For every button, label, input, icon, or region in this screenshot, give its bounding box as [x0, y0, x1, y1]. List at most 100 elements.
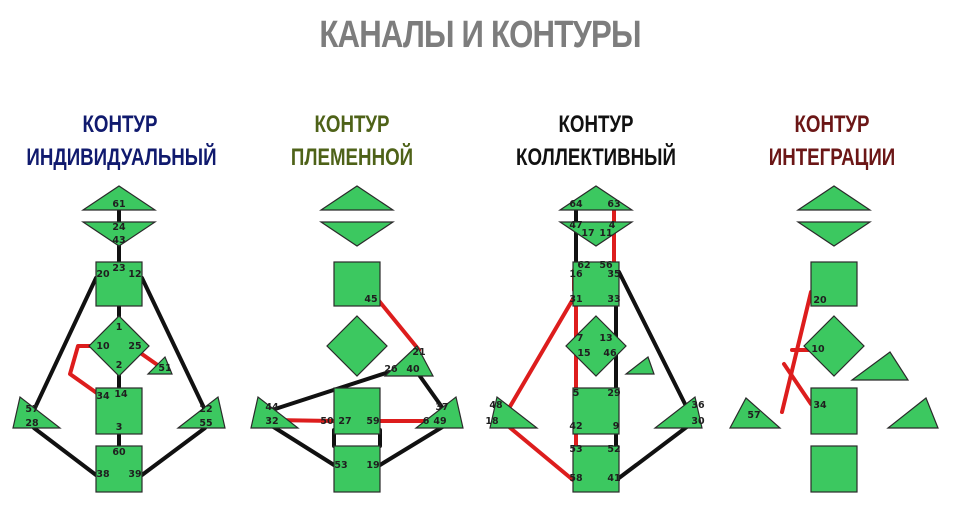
gate-number: 55 [199, 418, 212, 429]
gate-number: 13 [599, 333, 612, 344]
spleen-center [250, 395, 300, 429]
gate-number: 40 [406, 364, 420, 375]
gate-number: 15 [577, 348, 590, 359]
channel-40-37 [415, 370, 446, 412]
gate-number: 23 [112, 263, 125, 274]
channel-49-19 [378, 424, 446, 467]
gate-number: 33 [607, 294, 620, 305]
heart-center [383, 345, 434, 377]
gate-number: 16 [569, 269, 583, 280]
circuit-title-line2: КОЛЛЕКТИВНЫЙ [516, 144, 676, 171]
gate-number: 45 [364, 294, 377, 305]
circuit-title-line1: КОНТУР [82, 111, 158, 138]
gate-number: 30 [691, 416, 705, 427]
channel-16-48 [506, 292, 578, 412]
gate-number: 51 [158, 363, 171, 374]
gate-number: 50 [320, 416, 334, 427]
gate-number: 26 [384, 364, 398, 375]
gate-number: 60 [112, 447, 126, 458]
gate-number: 38 [96, 469, 110, 480]
gate-number: 42 [569, 421, 582, 432]
gate-number: 57 [25, 404, 38, 415]
channel-45-21 [373, 294, 421, 352]
channel-18-58 [506, 424, 575, 482]
gate-number: 25 [128, 341, 141, 352]
gate-number: 63 [607, 199, 620, 210]
gate-number: 20 [813, 295, 827, 306]
gate-number: 3 [116, 422, 123, 433]
gate-number: 28 [25, 418, 39, 429]
throat-center [810, 261, 858, 307]
ajna-center [558, 221, 634, 247]
g-center [803, 315, 865, 377]
gate-number: 53 [569, 444, 582, 455]
sacral-center [333, 387, 381, 435]
gate-number: 18 [485, 416, 499, 427]
gate-number: 10 [811, 344, 825, 355]
gate-number: 14 [114, 389, 128, 400]
gate-number: 9 [613, 421, 620, 432]
circuit-title-collective: КОНТУР КОЛЛЕКТИВНЫЙ [502, 108, 689, 174]
head-center [796, 185, 872, 211]
gate-number: 31 [569, 294, 582, 305]
gate-number: 21 [412, 347, 425, 358]
gate-number: 64 [569, 199, 583, 210]
gate-number: 12 [128, 269, 141, 280]
channel-50-27 [270, 424, 336, 467]
gate-number: 19 [366, 460, 379, 471]
root-center [95, 445, 143, 493]
solar-center [653, 395, 703, 429]
ajna-center [796, 221, 872, 247]
channel-34-57 [782, 362, 813, 406]
throat-center [572, 261, 620, 307]
circuit-title-line2: ПЛЕМЕННОЙ [290, 144, 414, 171]
root-center [572, 445, 620, 493]
channel-28-38 [32, 426, 98, 477]
spleen-center [489, 395, 539, 429]
gate-number: 6 [423, 416, 430, 427]
channel-55-39 [140, 426, 207, 477]
gate-number: 2 [116, 360, 123, 371]
gate-number: 52 [607, 444, 620, 455]
solar-center [886, 397, 939, 429]
channel-35-36 [617, 270, 690, 412]
g-center [326, 315, 388, 377]
gate-number: 34 [96, 391, 110, 402]
circuit-title-line1: КОНТУР [558, 111, 634, 138]
ajna-center [81, 221, 157, 247]
spleen-center [12, 395, 62, 429]
gate-number: 56 [599, 260, 613, 271]
gate-number: 62 [577, 260, 590, 271]
spleen-center [729, 397, 782, 429]
g-center [565, 315, 627, 377]
gate-number: 47 [569, 220, 582, 231]
gate-number: 39 [128, 469, 141, 480]
gate-number: 44 [265, 402, 279, 413]
gate-number: 22 [199, 404, 212, 415]
circuit-title-line1: КОНТУР [314, 111, 390, 138]
channel-12-22 [140, 276, 207, 412]
sacral-center [572, 387, 620, 435]
gate-number: 36 [691, 400, 705, 411]
gate-number: 58 [569, 473, 583, 484]
gate-number: 5 [573, 388, 580, 399]
gate-number: 29 [607, 388, 620, 399]
head-center [81, 185, 157, 211]
sacral-center [810, 387, 858, 435]
gate-number: 20 [96, 269, 110, 280]
gate-number: 53 [334, 460, 347, 471]
channel-25-51 [137, 350, 161, 368]
gate-number: 57 [747, 410, 760, 421]
gate-number: 61 [112, 199, 125, 210]
head-center [558, 185, 634, 211]
gate-number: 24 [112, 222, 126, 233]
gate-number: 1 [116, 322, 123, 333]
ajna-center [319, 221, 395, 247]
circuit-title-line1: КОНТУР [794, 111, 870, 138]
head-center [319, 185, 395, 211]
g-center [88, 315, 150, 377]
solar-center [176, 395, 226, 429]
root-center [333, 445, 381, 493]
heart-center [850, 351, 910, 381]
